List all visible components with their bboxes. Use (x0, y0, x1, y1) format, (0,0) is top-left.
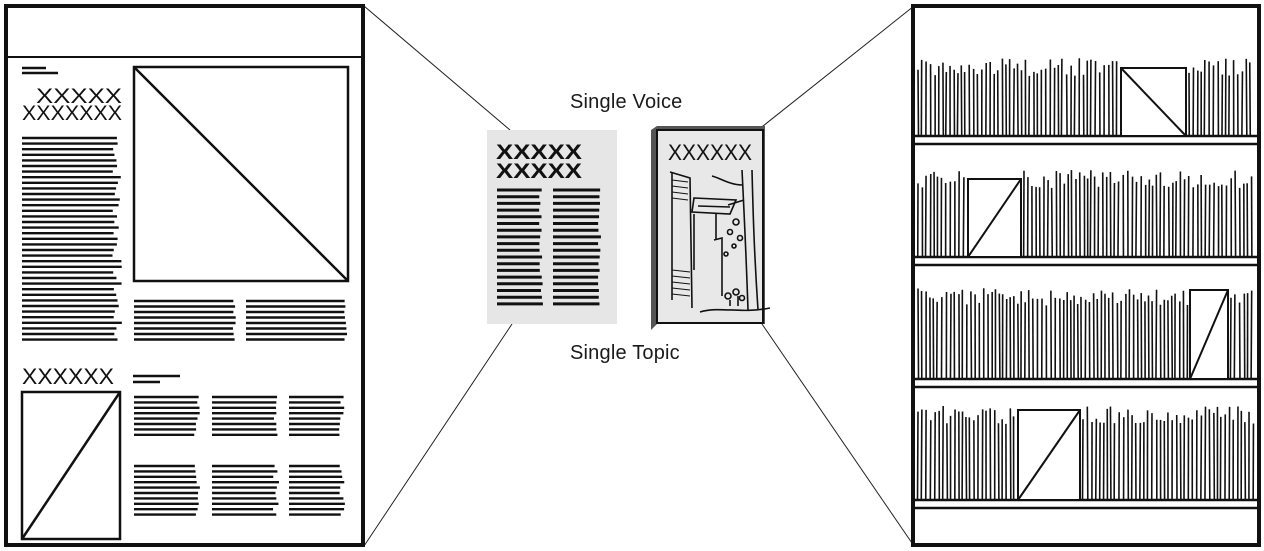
connector-right-bottom (761, 323, 915, 547)
bookshelf (911, 4, 1261, 547)
book-spine (1250, 290, 1253, 379)
newspaper-heading-row1: XXXXX (36, 85, 122, 108)
newspaper-text-lines (22, 66, 348, 516)
book-spine (1050, 187, 1054, 257)
connector-right-top (757, 5, 915, 131)
newspaper-photo-small-diagonal (20, 391, 122, 540)
book-spine (944, 72, 948, 136)
book-spine (1139, 422, 1142, 500)
book-spine (1012, 68, 1015, 136)
article-text-lines (497, 188, 601, 306)
book-spine (1241, 71, 1244, 136)
connector-lines (363, 5, 915, 547)
article-heading-row1: XXXXX (496, 141, 582, 164)
book-spine (1155, 289, 1158, 379)
shelf-boards (911, 134, 1261, 510)
shelf-board-1 (911, 134, 1261, 146)
book-spine (970, 291, 973, 379)
book-spine (1155, 174, 1158, 257)
book-cover-illustration (669, 169, 771, 313)
book-spine (1016, 63, 1019, 136)
shelf-face-out-books (967, 67, 1229, 501)
book-spine (1073, 75, 1076, 136)
connector-left-bottom (363, 323, 513, 547)
book-spine (1094, 60, 1097, 136)
book: XXXXXX (651, 126, 771, 330)
book-spine (956, 73, 959, 136)
caption-single-voice: Single Voice (570, 91, 683, 113)
shelf-board-3 (911, 377, 1261, 389)
connector-left-top (363, 5, 511, 131)
book-spine (949, 293, 952, 379)
newspaper-heading-row2: XXXXXXX (22, 102, 122, 125)
book-spine (1046, 180, 1049, 257)
book-spine (1200, 415, 1203, 500)
book-spine (1094, 418, 1098, 500)
book-spine (965, 416, 968, 500)
book-spine (1089, 170, 1092, 257)
book-spine (1117, 181, 1120, 257)
book-spines (916, 58, 1255, 500)
book-spine (1208, 184, 1211, 257)
book-heading: XXXXXX (668, 140, 752, 165)
book-spine (1244, 422, 1247, 500)
book-spine (1229, 297, 1232, 379)
book-spine (1148, 179, 1151, 257)
book-spine (998, 293, 1001, 379)
book-spine (1203, 60, 1206, 136)
book-spine (1245, 58, 1248, 136)
article-heading-row2: XXXXX (496, 160, 582, 183)
book-spine (1017, 303, 1020, 379)
newspaper-photo-large-diagonal (133, 66, 349, 282)
shelf-board-4 (911, 498, 1261, 510)
book-spine (917, 288, 920, 379)
book-spine (1135, 181, 1138, 257)
article-sheet: XXXXX XXXXX (487, 130, 617, 324)
caption-single-topic: Single Topic (570, 342, 680, 364)
book-spine (1204, 406, 1207, 500)
book-spine (1233, 294, 1236, 379)
newspaper-heading-lower: XXXXXX (22, 364, 114, 389)
newspaper-page: XXXXX XXXXXXX XXXXXX (4, 4, 365, 547)
book-spine (920, 409, 923, 500)
book-spine (962, 177, 965, 257)
book-spine (1234, 170, 1237, 257)
book-spine (1212, 182, 1215, 257)
book-spine (1170, 295, 1174, 379)
shelf-board-2 (911, 255, 1261, 267)
